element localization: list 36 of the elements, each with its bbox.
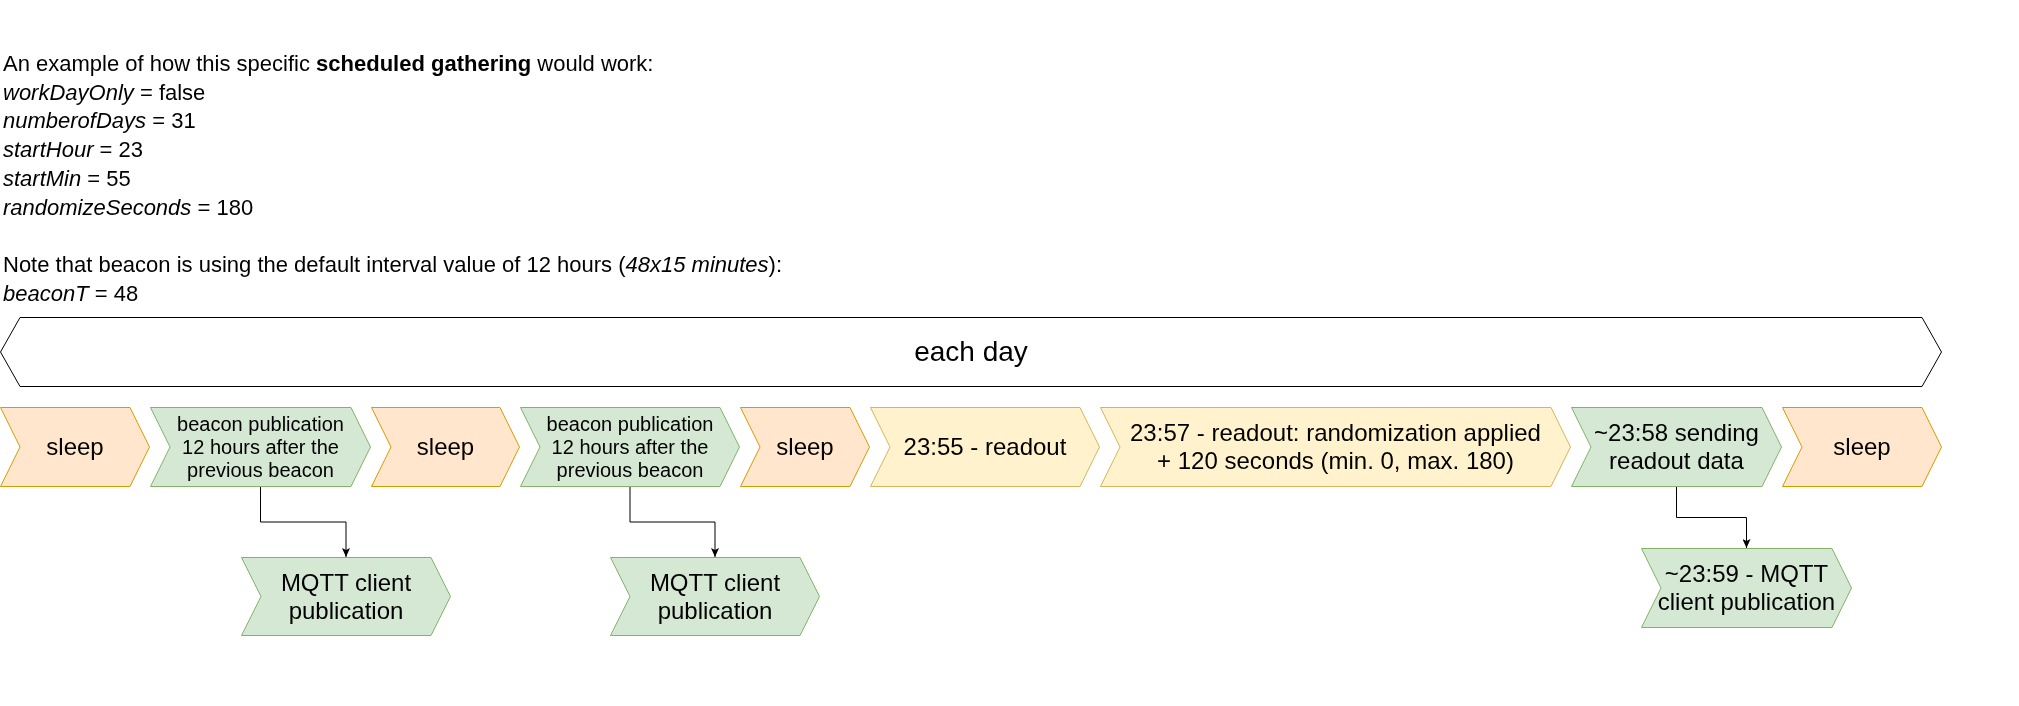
chevron-step [870, 407, 1100, 487]
chevron-step [371, 407, 520, 487]
note-text: numberofDays = 31 [3, 107, 196, 136]
note-text: beaconT = 48 [3, 279, 139, 308]
note-text: startHour = 23 [3, 136, 144, 165]
chevron-step [1571, 407, 1782, 487]
step-label: 23:55 - readout [903, 433, 1067, 461]
chevron-step [740, 407, 870, 487]
step-label: beacon publication 12 hours after the previous beacon [176, 412, 345, 482]
step-label: sleep [1833, 433, 1891, 461]
timeline-band [0, 317, 1942, 387]
elbow-arrow [1676, 486, 1751, 549]
step-label: 23:57 - readout: randomization applied + 120 seconds (min. 0, max. 180) [1129, 419, 1542, 475]
step-label: sleep [46, 433, 104, 461]
note-text: startMin = 55 [3, 164, 131, 193]
chevron-step [520, 407, 740, 487]
step-label: sleep [416, 433, 475, 461]
step-label: ~23:59 - MQTT client publication [1656, 560, 1837, 616]
band-label: each day [914, 335, 1028, 369]
step-label: MQTT client publication [648, 568, 782, 625]
step-label: MQTT client publication [279, 568, 413, 625]
step-label: sleep [776, 433, 834, 461]
chevron-step [150, 407, 371, 487]
note-text: Note that beacon is using the default interval value of 12 hours (48x15 minutes): [3, 250, 783, 279]
step-label: ~23:58 sending readout data [1593, 419, 1760, 475]
chevron-step [1782, 407, 1942, 487]
note-text: workDayOnly = false [3, 78, 206, 107]
note-text: randomizeSeconds = 180 [3, 193, 254, 222]
elbow-arrow [629, 486, 719, 558]
step-label: beacon publication 12 hours after the previous beacon [545, 412, 715, 482]
chevron-step [610, 557, 820, 636]
elbow-arrow [260, 486, 350, 558]
chevron-step [1641, 548, 1852, 628]
chevron-step [241, 557, 451, 636]
chevron-step [0, 407, 150, 487]
note-text: An example of how this specific scheduled gathering would work: [3, 50, 654, 78]
